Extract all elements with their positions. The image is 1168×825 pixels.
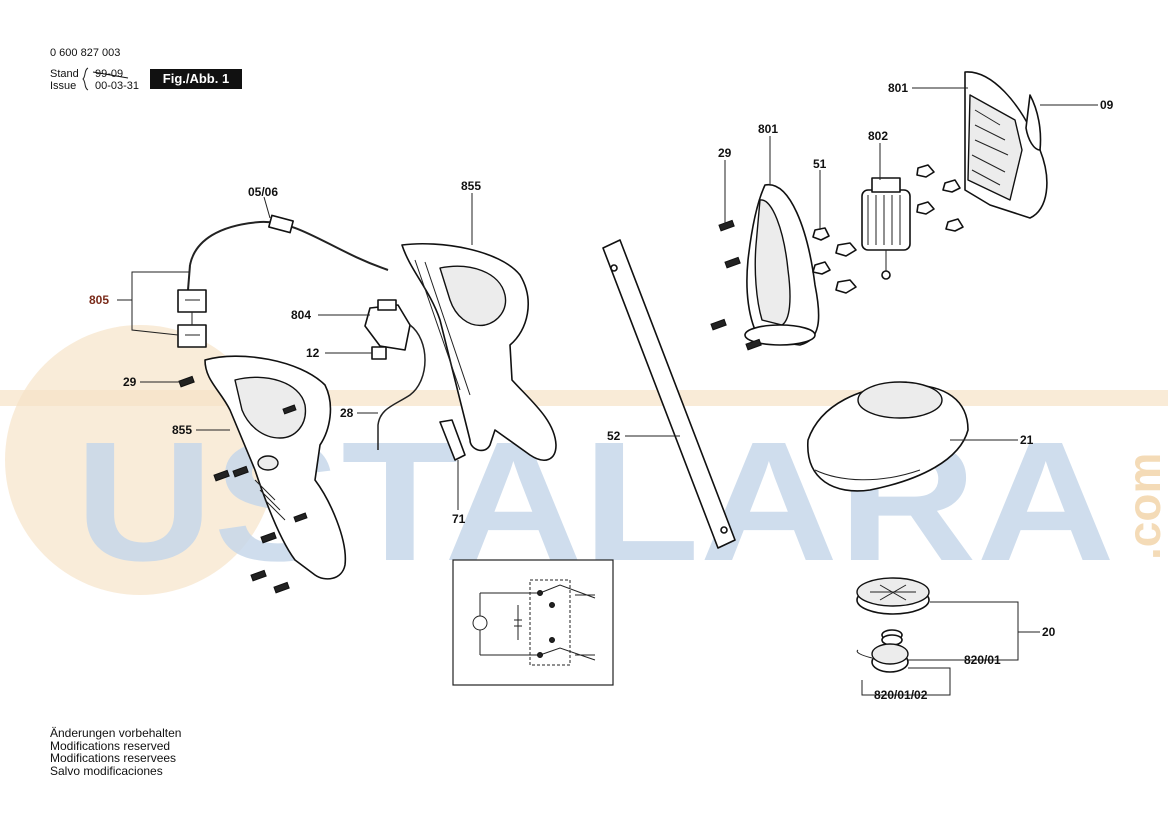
label-52: 52 bbox=[607, 429, 621, 443]
label-12: 12 bbox=[306, 346, 320, 360]
watermark-orange-band bbox=[0, 390, 1168, 406]
stand-label: Stand bbox=[50, 68, 79, 80]
label-805: 805 bbox=[89, 293, 109, 307]
label-05-06: 05/06 bbox=[248, 185, 278, 199]
wiring-schematic bbox=[452, 559, 614, 686]
label-20: 20 bbox=[1042, 625, 1056, 639]
part-wires bbox=[377, 324, 426, 450]
part-spool-cover bbox=[856, 577, 930, 615]
part-tab bbox=[439, 419, 466, 461]
label-855-bottom: 855 bbox=[172, 423, 192, 437]
part-switch bbox=[364, 299, 411, 351]
figure-badge: Fig./Abb. 1 bbox=[150, 69, 242, 89]
part-spool bbox=[856, 643, 909, 673]
part-motor-housing-rear bbox=[964, 71, 1048, 219]
note-es: Salvo modificaciones bbox=[50, 763, 163, 778]
part-shaft bbox=[602, 239, 736, 549]
label-28: 28 bbox=[340, 406, 354, 420]
note-en: Modifications reserved bbox=[50, 738, 171, 753]
label-820-01-02: 820/01/02 bbox=[874, 688, 928, 702]
note-de: Änderungen vorbehalten bbox=[50, 726, 182, 740]
part-guard bbox=[807, 381, 969, 492]
label-29-top: 29 bbox=[718, 146, 732, 160]
label-820-01: 820/01 bbox=[964, 653, 1001, 667]
label-71: 71 bbox=[452, 512, 466, 526]
label-804: 804 bbox=[291, 308, 311, 322]
part-handle-bottom bbox=[204, 355, 347, 580]
part-handle-top bbox=[401, 242, 557, 461]
watermark: USTALARA .com bbox=[0, 325, 1168, 597]
part-plug bbox=[177, 289, 207, 348]
part-cable bbox=[187, 214, 389, 291]
part-motor bbox=[861, 177, 911, 280]
label-801-front: 801 bbox=[758, 122, 778, 136]
issue-date: 00-03-31 bbox=[95, 80, 140, 92]
modification-notes: Änderungen vorbehalten Modifications res… bbox=[50, 727, 181, 777]
label-855-top: 855 bbox=[461, 179, 481, 193]
part-spring bbox=[881, 629, 903, 646]
stand-old-date: 99-09 bbox=[95, 68, 124, 80]
part-washers bbox=[812, 164, 964, 294]
label-801-rear: 801 bbox=[888, 81, 908, 95]
part-motor-housing-front bbox=[744, 184, 820, 346]
leader-lines bbox=[117, 87, 1098, 696]
label-09: 09 bbox=[1100, 98, 1114, 112]
part-spring-clip bbox=[371, 346, 387, 360]
label-802: 802 bbox=[868, 129, 888, 143]
part-labels: 801 09 801 802 29 51 05/06 855 805 804 1… bbox=[89, 81, 1114, 702]
header-brace bbox=[82, 67, 89, 91]
label-21: 21 bbox=[1020, 433, 1034, 447]
screws bbox=[178, 219, 762, 594]
label-51: 51 bbox=[813, 157, 827, 171]
watermark-suffix: .com bbox=[1118, 453, 1168, 560]
issue-label: Issue bbox=[50, 80, 77, 92]
note-fr: Modifications reservees bbox=[50, 751, 177, 765]
doc-number: 0 600 827 003 bbox=[50, 47, 121, 59]
strikethrough-line bbox=[92, 71, 129, 79]
label-29-left: 29 bbox=[123, 375, 137, 389]
